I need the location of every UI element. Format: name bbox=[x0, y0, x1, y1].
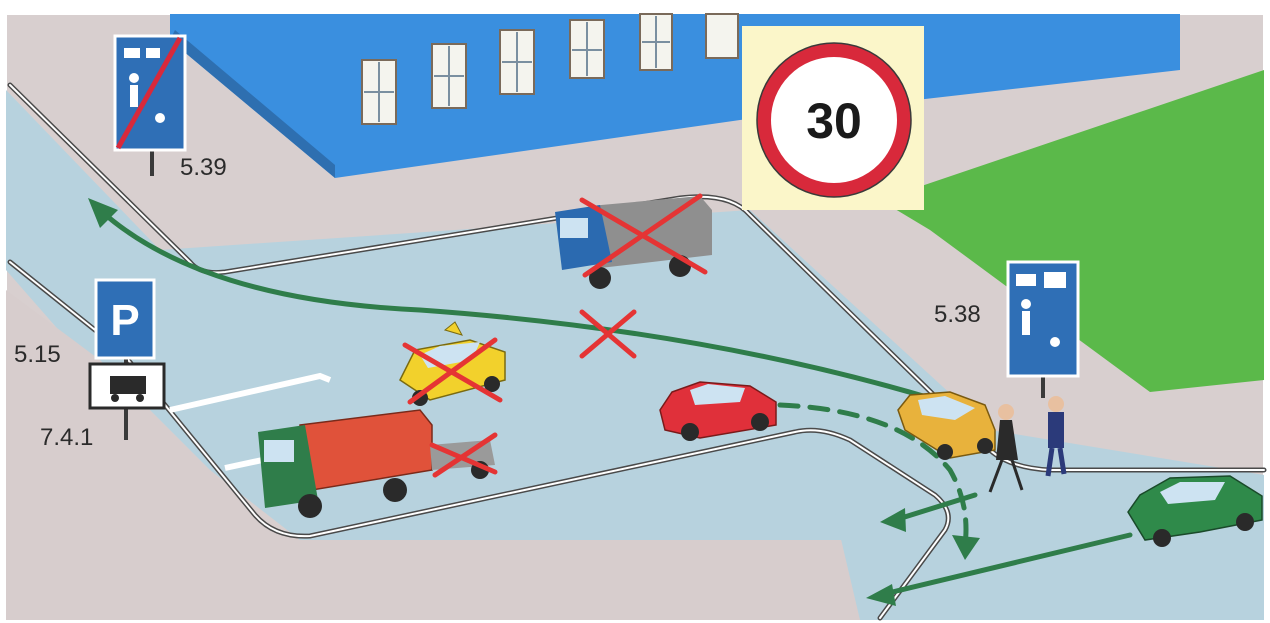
end-residential-zone-sign bbox=[115, 36, 185, 150]
sign-label-5-15: 5.15 bbox=[14, 341, 61, 368]
sign-label-5-39: 5.39 bbox=[180, 154, 227, 181]
speed-limit-value: 30 bbox=[806, 93, 862, 149]
parking-letter: P bbox=[110, 296, 139, 345]
sign-label-5-38: 5.38 bbox=[934, 301, 981, 328]
truck-plate-sign bbox=[90, 364, 164, 408]
residential-zone-sign bbox=[1008, 262, 1078, 376]
sign-label-7-4-1: 7.4.1 bbox=[40, 424, 93, 451]
